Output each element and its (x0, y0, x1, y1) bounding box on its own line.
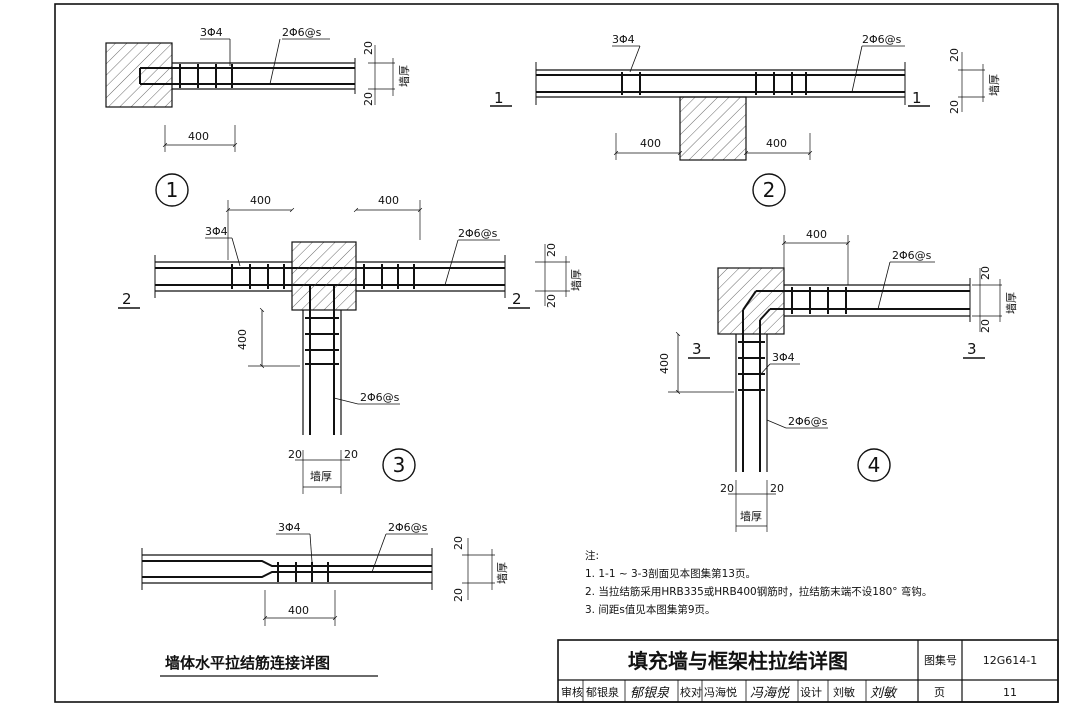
atlas-number: 12G614-1 (983, 654, 1037, 667)
note-3: 3. 间距s值见本图集第9页。 (585, 603, 716, 616)
page-label: 页 (934, 686, 945, 699)
checker-name: 冯海悦 (704, 685, 737, 699)
column-detail-3 (291, 241, 357, 311)
drawing-frame (54, 3, 1059, 703)
atlas-number-label: 图集号 (924, 653, 957, 667)
detail-4-3phi4-label: 3Φ4 (772, 351, 795, 364)
note-2: 2. 当拉结筋采用HRB335或HRB400钢筋时，拉结筋末端不设180° 弯钩… (585, 585, 932, 598)
design-label: 设计 (800, 686, 822, 699)
splice-dim-20-top: 20 (452, 536, 465, 550)
notes: 注: 1. 1-1 ~ 3-3剖面见本图集第13页。 2. 当拉结筋采用HRB3… (585, 549, 932, 616)
splice-dim-400: 400 (288, 604, 309, 617)
column-detail-2 (679, 96, 747, 161)
detail-1-dim-20-bottom: 20 (362, 92, 375, 106)
detail-4-dim-20-right: 20 (770, 482, 784, 495)
section-mark-1-right: 1 (912, 89, 922, 107)
svg-text:1: 1 (166, 178, 179, 202)
reviewer-signature: 郁银泉 (630, 686, 670, 701)
notes-heading: 注: (585, 549, 599, 562)
detail-3-dim-400-vertical: 400 (236, 329, 249, 350)
svg-text:3: 3 (393, 453, 406, 477)
check-label: 校对 (680, 685, 702, 699)
detail-2-2phi6s-label: 2Φ6@s (862, 33, 902, 46)
section-mark-2-left: 2 (122, 290, 132, 308)
section-mark-3-left: 3 (692, 340, 702, 358)
detail-4: 2Φ6@s 3Φ4 2Φ6@s 400 400 3 3 20 20 墙厚 20 … (658, 228, 1018, 532)
detail-3-dim-400-right: 400 (378, 194, 399, 207)
detail-4-dim-400-top: 400 (806, 228, 827, 241)
detail-3-dim-20-right: 20 (344, 448, 358, 461)
detail-1-wall-thickness: 墙厚 (397, 65, 411, 87)
splice-dim-20-bottom: 20 (452, 588, 465, 602)
detail-3-wall-thickness-bottom: 墙厚 (310, 469, 332, 483)
section-mark-3-right: 3 (967, 340, 977, 358)
section-mark-2-right: 2 (512, 290, 522, 308)
detail-3-dim-20-bottom: 20 (545, 294, 558, 308)
detail-3-2phi6s-side-label: 2Φ6@s (360, 391, 400, 404)
splice-3phi4-label: 3Φ4 (278, 521, 301, 534)
detail-1: 3Φ4 2Φ6@s 20 20 墙厚 400 1 (105, 26, 411, 207)
splice-caption: 墙体水平拉结筋连接详图 (165, 654, 330, 672)
splice-detail: 3Φ4 2Φ6@s 20 20 墙厚 400 (141, 521, 509, 626)
detail-number-2 (752, 173, 786, 207)
designer-name: 刘敏 (833, 685, 855, 699)
detail-number-1 (155, 173, 189, 207)
detail-3: 3Φ4 2Φ6@s 2Φ6@s 400 400 400 2 2 20 20 墙厚… (118, 194, 583, 494)
designer-signature: 刘敏 (870, 686, 898, 701)
detail-1-2phi6s-label: 2Φ6@s (282, 26, 322, 39)
detail-2-dim-400-left: 400 (640, 137, 661, 150)
detail-4-dim-20-left: 20 (720, 482, 734, 495)
detail-4-wall-thickness-bottom: 墙厚 (740, 509, 762, 523)
detail-2-dim-20-top: 20 (948, 48, 961, 62)
detail-2: 3Φ4 2Φ6@s 1 1 20 20 墙厚 400 400 2 (490, 33, 1001, 207)
column-detail-4 (717, 267, 785, 335)
reviewer-name: 郁银泉 (586, 685, 619, 699)
detail-4-2phi6s-side-label: 2Φ6@s (788, 415, 828, 428)
detail-number-3 (382, 448, 416, 482)
detail-2-3phi4-label: 3Φ4 (612, 33, 635, 46)
splice-wall-thickness: 墙厚 (495, 562, 509, 584)
detail-3-dim-20-left: 20 (288, 448, 302, 461)
review-label: 审核 (561, 685, 583, 699)
svg-text:4: 4 (868, 453, 881, 477)
detail-2-dim-400-right: 400 (766, 137, 787, 150)
detail-1-dim-20-top: 20 (362, 41, 375, 55)
detail-3-wall-thickness-right: 墙厚 (569, 269, 583, 291)
detail-3-dim-400-left: 400 (250, 194, 271, 207)
drawing-title: 填充墙与框架柱拉结详图 (628, 649, 848, 673)
detail-4-2phi6s-top-label: 2Φ6@s (892, 249, 932, 262)
note-1: 1. 1-1 ~ 3-3剖面见本图集第13页。 (585, 567, 756, 580)
section-mark-1-left: 1 (494, 89, 504, 107)
detail-1-3phi4-label: 3Φ4 (200, 26, 223, 39)
detail-4-dim-20-bottom: 20 (979, 319, 992, 333)
detail-4-wall-thickness-right: 墙厚 (1004, 292, 1018, 314)
detail-3-2phi6s-top-label: 2Φ6@s (458, 227, 498, 240)
checker-signature: 冯海悦 (750, 686, 790, 701)
column-detail-1 (105, 42, 173, 108)
title-block (557, 639, 1059, 703)
detail-4-dim-20-top: 20 (979, 266, 992, 280)
splice-2phi6s-label: 2Φ6@s (388, 521, 428, 534)
detail-number-4 (857, 448, 891, 482)
detail-3-3phi4-label: 3Φ4 (205, 225, 228, 238)
svg-text:2: 2 (763, 178, 776, 202)
detail-4-dim-400-vertical: 400 (658, 353, 671, 374)
detail-1-dim-400: 400 (188, 130, 209, 143)
page-number: 11 (1003, 686, 1017, 699)
detail-2-wall-thickness: 墙厚 (987, 74, 1001, 96)
detail-3-dim-20-top: 20 (545, 243, 558, 257)
detail-2-dim-20-bottom: 20 (948, 100, 961, 114)
